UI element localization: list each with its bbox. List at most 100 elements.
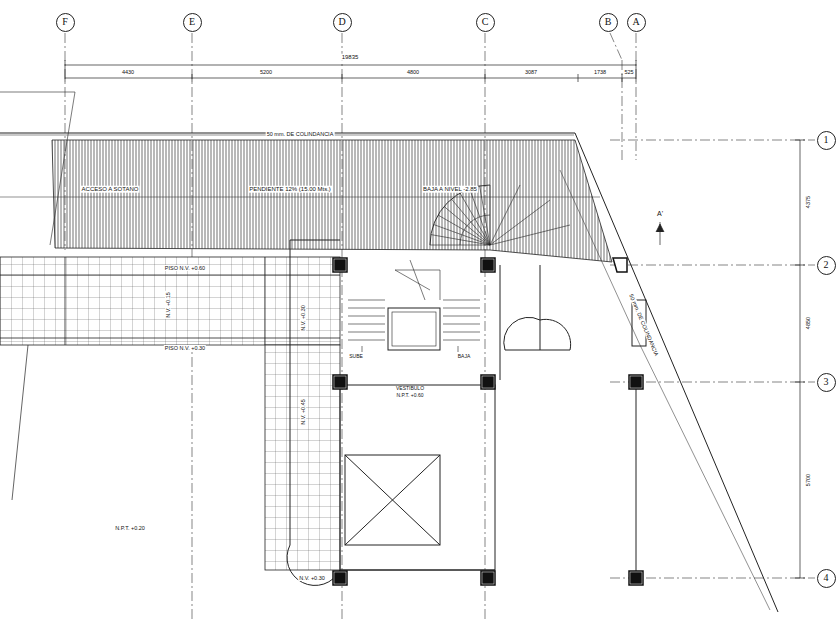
dimension: 19835 (341, 54, 360, 61)
stair-elevator (458, 346, 459, 352)
stair-elevator (362, 346, 363, 352)
section-mark (12, 222, 664, 500)
grid-bubble: F (56, 13, 75, 32)
grid-bubble: 1 (817, 131, 836, 150)
dimension: 4800 (406, 69, 420, 75)
ramp-hatching (0, 197, 600, 198)
columns (631, 377, 641, 387)
building-walls (505, 350, 570, 351)
columns (481, 258, 495, 272)
level-label: N.P.T. +0.60 (395, 393, 424, 399)
level-label: N.P.T. +0.20 (114, 525, 146, 531)
columns (335, 573, 345, 583)
ramp-fan (460, 215, 490, 245)
grid-lines (342, 33, 343, 620)
stair-elevator (348, 260, 480, 352)
dimension: 4430 (121, 69, 135, 75)
ramp-hatching (52, 140, 612, 262)
tiled-walkway (0, 275, 340, 276)
tiled-walkway (265, 257, 266, 345)
boundary-lines (640, 345, 770, 610)
columns (333, 571, 347, 585)
stair-elevator (443, 300, 480, 340)
grid-lines (485, 33, 486, 620)
grid-label: F (62, 17, 68, 27)
ramp-hatching (0, 140, 612, 262)
level-label: N.V. +0.15 (165, 291, 171, 319)
columns (631, 573, 641, 583)
ramp-fan (430, 185, 490, 245)
level-label: PISO N.V. +0.30 (164, 345, 206, 351)
grid-label: A (632, 17, 639, 27)
dimension-lines (65, 78, 636, 79)
building-walls (345, 455, 440, 545)
level-label: N.V. +0.30 (298, 575, 326, 581)
tiled-walkway (0, 257, 340, 570)
level-label: N.V. +0.45 (300, 398, 306, 426)
dimension: 4375 (805, 195, 811, 209)
grid-label: 4 (824, 573, 829, 583)
grid-bubble: E (183, 13, 202, 32)
tiled-walkway (65, 257, 66, 345)
section-mark (656, 224, 664, 232)
ramp-fan (490, 185, 570, 245)
dimension-lines (65, 60, 636, 82)
building-walls (540, 265, 541, 350)
ramp-fan (430, 185, 570, 245)
grid-bubble: 2 (817, 256, 836, 275)
columns (483, 260, 493, 270)
building-walls (340, 385, 495, 570)
stair-elevator (395, 260, 440, 300)
columns (335, 377, 345, 387)
columns (333, 375, 347, 389)
grid-lines (610, 33, 622, 60)
boundary-lines (0, 92, 75, 93)
dimension: 1738 (593, 69, 607, 75)
columns (483, 573, 493, 583)
dimension-lines (795, 140, 805, 578)
tiled-walkway (265, 345, 340, 570)
grid-label: 1 (824, 135, 829, 145)
section-mark: A' (656, 210, 664, 218)
stair-elevator (392, 312, 436, 346)
columns (483, 377, 493, 387)
tiled-walkway (0, 257, 340, 345)
grid-lines (610, 265, 815, 266)
grid-label: 3 (824, 377, 829, 387)
building-walls (290, 240, 340, 241)
boundary-note: 50 mm. DE COLINDANCIA (266, 131, 335, 137)
building-walls (504, 317, 571, 350)
columns (613, 258, 627, 272)
building-walls (287, 240, 340, 585)
dimension-lines (65, 65, 636, 66)
dimension-lines (800, 140, 801, 578)
grid-lines (610, 140, 815, 141)
columns (629, 375, 643, 389)
boundary-note: 50 mm. DE COLINDANCIA (628, 292, 660, 358)
grid-label: D (338, 17, 345, 27)
stair-elevator (348, 300, 385, 340)
area-label: PENDIENTE 12% (15.00 Mts.) (248, 186, 332, 193)
building-walls (345, 455, 440, 545)
building-walls (500, 265, 501, 380)
boundary-lines (0, 92, 778, 612)
grid-label: 2 (824, 260, 829, 270)
grid-bubble: 4 (817, 569, 836, 588)
columns (629, 571, 643, 585)
grid-bubble: A (627, 13, 646, 32)
stair-elevator (388, 308, 440, 350)
boundary-lines (575, 133, 778, 612)
area-label: BAJA A NIVEL -2.85 (422, 186, 478, 193)
dimension: 3087 (524, 69, 538, 75)
grid-bubble: B (599, 13, 618, 32)
grid-bubble: D (333, 13, 352, 32)
columns (333, 258, 347, 272)
grid-label: B (605, 17, 612, 27)
dimension: 5200 (259, 69, 273, 75)
stair-label: BAJA (457, 354, 472, 360)
dimension: 5700 (805, 473, 811, 487)
dimension: 4850 (805, 316, 811, 330)
building-walls (340, 570, 495, 571)
